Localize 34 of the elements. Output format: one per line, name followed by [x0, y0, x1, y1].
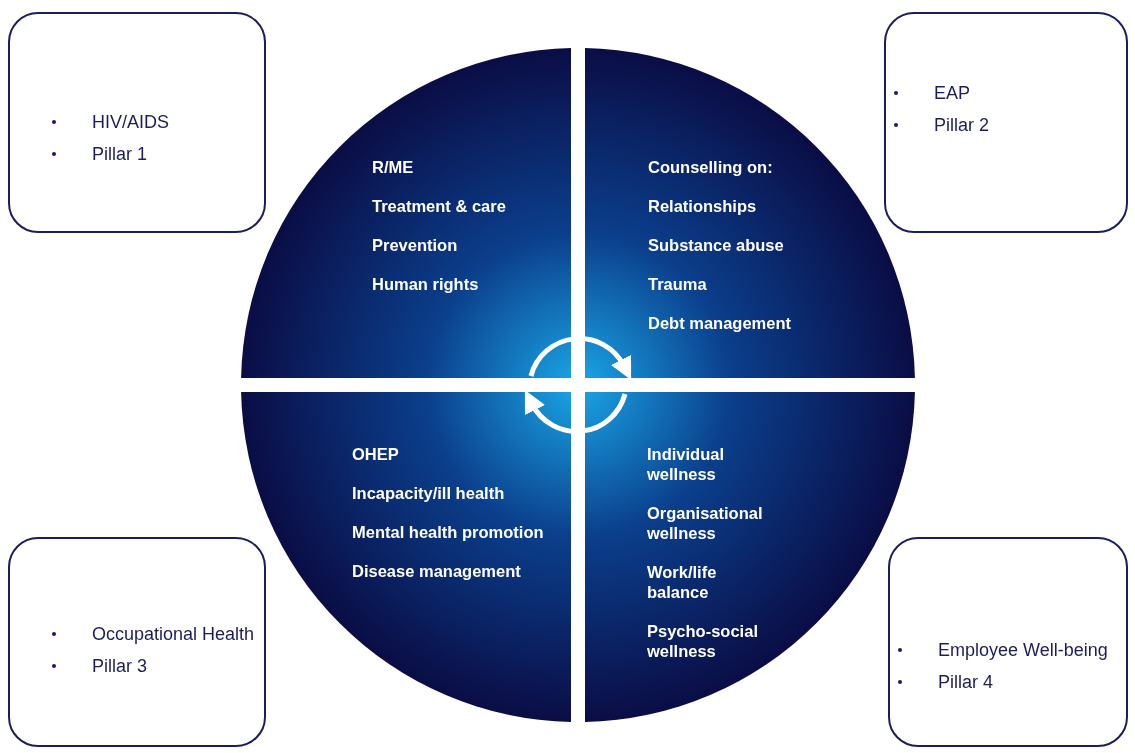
bullet-item: Occupational Health — [92, 624, 255, 644]
quadrant-item: Human rights — [372, 274, 480, 294]
bullet-item: Employee Well-being — [938, 640, 1108, 660]
quadrant-item: Work/life balance — [647, 562, 718, 602]
curved-arrow — [524, 390, 628, 434]
quadrant-item: Treatment & care — [372, 196, 507, 216]
bullet-item: Pillar 1 — [92, 144, 148, 164]
quadrant-item: Debt management — [648, 313, 793, 333]
bullet-item: HIV/AIDS — [92, 112, 170, 132]
bullet-item: EAP — [934, 83, 971, 103]
rounded-box — [888, 537, 1128, 747]
rounded-box — [8, 537, 266, 747]
quadrant-item: Trauma — [648, 274, 708, 294]
quadrant-item: Psycho-social wellness — [647, 621, 759, 661]
quadrant-item: Individual wellness — [647, 444, 725, 484]
quadrant-segment — [585, 392, 915, 722]
quadrant-segment — [585, 48, 915, 378]
rounded-box — [884, 12, 1128, 233]
bullet-item: Pillar 2 — [934, 115, 990, 135]
quadrant-item: Relationships — [648, 196, 758, 216]
quadrant-item: Organisational wellness — [647, 503, 764, 543]
quadrant-item: Mental health promotion — [352, 522, 545, 542]
quadrant-item: R/ME — [372, 157, 415, 177]
quadrant-segment — [241, 48, 571, 378]
quadrant-item: OHEP — [352, 444, 400, 464]
quadrant-item: Incapacity/ill health — [352, 483, 506, 503]
quadrant-item: Disease management — [352, 561, 522, 581]
bullet-item: Pillar 3 — [92, 656, 148, 676]
curved-arrow — [528, 336, 632, 380]
quadrant-item: Counselling on: — [648, 157, 774, 177]
rounded-box — [8, 12, 266, 233]
bullet-item: Pillar 4 — [938, 672, 994, 692]
quadrant-item: Prevention — [372, 235, 459, 255]
quadrant-item: Substance abuse — [648, 235, 785, 255]
